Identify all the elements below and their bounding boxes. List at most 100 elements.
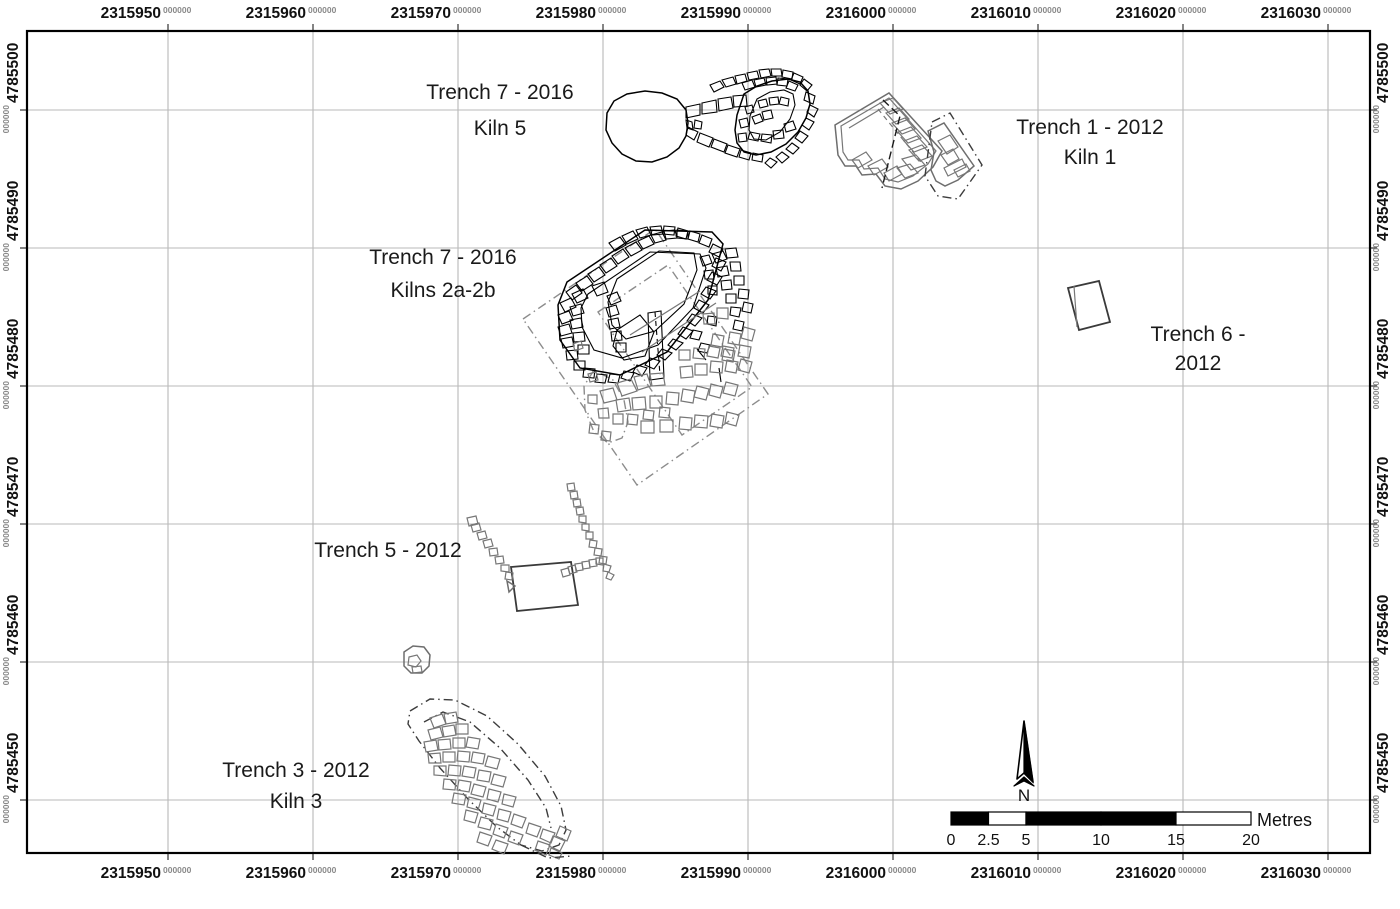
y-tick-suffix: 000000: [1371, 519, 1381, 548]
y-tick-label-right-3: 4785470 000000: [1371, 457, 1392, 548]
north-arrow: N: [1013, 720, 1035, 805]
x-tick-suffix: 000000: [598, 5, 627, 15]
axis-labels-bottom: 2315950 000000 2315960 000000 2315970 00…: [101, 865, 1352, 882]
y-tick-label-left-0: 4785500 000000: [1, 43, 22, 134]
x-tick-suffix: 000000: [1178, 865, 1207, 875]
x-tick-value: 2315950: [101, 865, 161, 882]
y-tick-value: 4785450: [1375, 733, 1392, 793]
y-tick-value: 4785490: [5, 181, 22, 241]
annotation-line-1: Trench 6 -: [1151, 323, 1246, 346]
x-tick-value: 2316000: [826, 865, 886, 882]
x-tick-suffix: 000000: [888, 5, 917, 15]
y-tick-suffix: 000000: [1, 657, 11, 686]
x-tick-suffix: 000000: [1323, 5, 1352, 15]
x-tick-suffix: 000000: [163, 865, 192, 875]
x-tick-label-top-0: 2315950 000000: [101, 5, 192, 22]
scale-bar-segment: [1025, 811, 1102, 826]
x-tick-suffix: 000000: [1033, 5, 1062, 15]
annotation-line-2: Kiln 3: [270, 790, 323, 813]
feature-kiln-5: [605, 68, 819, 169]
axis-labels-top: 2315950 000000 2315960 000000 2315970 00…: [101, 5, 1352, 22]
x-tick-label-top-4: 2315990 000000: [681, 5, 772, 22]
scale-bar-tick-label: 20: [1242, 832, 1260, 849]
map-annotations: Trench 7 - 2016 Kiln 5 Trench 1 - 2012 K…: [222, 81, 1245, 813]
scale-bar-tick-label: 10: [1092, 832, 1110, 849]
feature-kilns-2a-2b: [522, 225, 769, 486]
x-tick-value: 2316000: [826, 5, 886, 22]
y-tick-suffix: 000000: [1371, 243, 1381, 272]
annotation-line-2: Kiln 5: [474, 117, 527, 140]
y-tick-label-left-2: 4785480 000000: [1, 319, 22, 410]
y-tick-suffix: 000000: [1, 105, 11, 134]
annotation-trench-6: Trench 6 - 2012: [1151, 323, 1246, 375]
y-tick-value: 4785480: [1375, 319, 1392, 379]
x-tick-suffix: 000000: [1178, 5, 1207, 15]
x-tick-suffix: 000000: [163, 5, 192, 15]
north-arrow-fin-icon: [1023, 720, 1034, 784]
y-tick-suffix: 000000: [1, 795, 11, 824]
x-tick-suffix: 000000: [453, 5, 482, 15]
y-tick-label-left-4: 4785460 000000: [1, 595, 22, 686]
x-tick-value: 2316030: [1261, 5, 1321, 22]
annotation-line-1: Trench 7 - 2016: [426, 81, 573, 104]
x-tick-label-bottom-4: 2315990 000000: [681, 865, 772, 882]
x-tick-label-top-5: 2316000 000000: [826, 5, 917, 22]
annotation-line-2: 2012: [1175, 352, 1222, 375]
scale-bar-segment: [1100, 811, 1177, 826]
x-tick-value: 2316010: [971, 865, 1031, 882]
y-tick-suffix: 000000: [1371, 657, 1381, 686]
x-tick-suffix: 000000: [743, 865, 772, 875]
x-tick-value: 2315980: [536, 5, 596, 22]
x-tick-value: 2315990: [681, 865, 741, 882]
feature-kiln-3: [403, 645, 573, 860]
scale-bar-segment: [950, 811, 990, 826]
x-tick-suffix: 000000: [308, 865, 337, 875]
scale-bar-tick-label: 5: [1022, 832, 1031, 849]
north-arrow-base-icon: [1013, 776, 1035, 787]
x-tick-label-top-1: 2315960 000000: [246, 5, 337, 22]
x-tick-value: 2315960: [246, 865, 306, 882]
x-tick-value: 2316010: [971, 5, 1031, 22]
x-tick-suffix: 000000: [453, 865, 482, 875]
y-tick-suffix: 000000: [1, 381, 11, 410]
annotation-trench-7-kilns-2a-2b: Trench 7 - 2016 Kilns 2a-2b: [369, 246, 516, 302]
x-tick-label-bottom-0: 2315950 000000: [101, 865, 192, 882]
y-tick-suffix: 000000: [1371, 795, 1381, 824]
annotation-trench-5: Trench 5 - 2012: [314, 539, 461, 562]
y-tick-value: 4785500: [1375, 43, 1392, 103]
axis-labels-right: 4785500 000000 4785490 000000 4785480 00…: [1371, 43, 1392, 824]
x-tick-label-bottom-8: 2316030 000000: [1261, 865, 1352, 882]
y-tick-label-right-4: 4785460 000000: [1371, 595, 1392, 686]
x-tick-value: 2316020: [1116, 865, 1176, 882]
annotation-trench-3-kiln-3: Trench 3 - 2012 Kiln 3: [222, 759, 369, 813]
x-tick-label-bottom-6: 2316010 000000: [971, 865, 1062, 882]
x-tick-value: 2315960: [246, 5, 306, 22]
y-tick-suffix: 000000: [1, 243, 11, 272]
x-tick-label-top-3: 2315980 000000: [536, 5, 627, 22]
y-tick-value: 4785470: [5, 457, 22, 517]
x-tick-suffix: 000000: [1033, 865, 1062, 875]
x-tick-label-top-6: 2316010 000000: [971, 5, 1062, 22]
scale-bar-tick-label: 0: [947, 832, 956, 849]
x-tick-label-bottom-5: 2316000 000000: [826, 865, 917, 882]
x-tick-label-bottom-7: 2316020 000000: [1116, 865, 1207, 882]
x-tick-suffix: 000000: [1323, 865, 1352, 875]
annotation-line-2: Kiln 1: [1064, 146, 1117, 169]
y-tick-suffix: 000000: [1371, 381, 1381, 410]
axis-tickmarks: [20, 24, 1377, 860]
annotation-line-1: Trench 7 - 2016: [369, 246, 516, 269]
scale-bar-segment: [1175, 811, 1252, 826]
annotation-trench-1-kiln-1: Trench 1 - 2012 Kiln 1: [1016, 116, 1163, 169]
x-tick-value: 2315970: [391, 865, 451, 882]
feature-trench-6: [1066, 279, 1112, 332]
y-tick-value: 4785450: [5, 733, 22, 793]
annotation-trench-7-kiln-5: Trench 7 - 2016 Kiln 5: [426, 81, 573, 140]
y-tick-label-left-5: 4785450 000000: [1, 733, 22, 824]
x-tick-suffix: 000000: [743, 5, 772, 15]
y-tick-label-right-2: 4785480 000000: [1371, 319, 1392, 410]
axis-labels-left: 4785500 000000 4785490 000000 4785480 00…: [1, 43, 22, 824]
x-tick-value: 2316030: [1261, 865, 1321, 882]
scale-bar: Metres 0 2.5 5 10 15 20: [947, 810, 1312, 849]
y-tick-value: 4785480: [5, 319, 22, 379]
y-tick-label-right-5: 4785450 000000: [1371, 733, 1392, 824]
